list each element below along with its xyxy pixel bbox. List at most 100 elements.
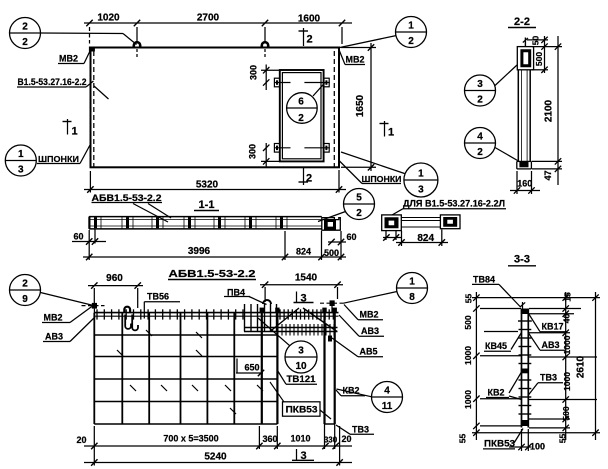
svg-text:1650: 1650 [355,94,366,117]
svg-text:ПКВ53: ПКВ53 [286,405,318,415]
svg-text:500: 500 [324,248,339,258]
svg-text:8: 8 [409,292,415,303]
svg-text:3: 3 [18,165,24,176]
svg-text:1: 1 [418,169,424,180]
svg-text:КВ17: КВ17 [542,322,564,332]
svg-text:АВ5: АВ5 [360,347,378,357]
svg-text:3: 3 [301,293,307,305]
svg-text:МВ2: МВ2 [360,310,379,320]
svg-text:ТВ121: ТВ121 [287,374,316,384]
svg-text:500: 500 [534,52,544,66]
svg-text:960: 960 [106,273,123,284]
svg-text:55: 55 [464,294,474,304]
svg-text:60: 60 [346,232,356,242]
svg-text:6: 6 [298,97,304,108]
svg-text:3: 3 [298,346,304,357]
svg-text:2-2: 2-2 [514,16,530,28]
svg-text:1: 1 [409,277,415,288]
svg-text:10: 10 [295,361,307,372]
svg-text:1-1: 1-1 [199,199,215,211]
svg-text:ТВ3: ТВ3 [540,373,557,383]
svg-text:ПКВ53: ПКВ53 [484,439,515,449]
svg-text:КВ45: КВ45 [485,341,507,351]
svg-text:3996: 3996 [188,246,211,257]
svg-text:20: 20 [76,435,86,445]
svg-text:160: 160 [517,179,532,189]
svg-text:5240: 5240 [204,452,227,463]
svg-text:КВ2: КВ2 [343,386,360,396]
svg-text:ДЛЯ В1.5-53.27.16-2.2Л: ДЛЯ В1.5-53.27.16-2.2Л [403,199,505,209]
svg-text:15: 15 [563,292,573,302]
svg-text:2: 2 [298,113,304,124]
svg-text:МВ2: МВ2 [59,54,78,64]
svg-text:5320: 5320 [196,180,219,191]
svg-text:20: 20 [341,434,351,444]
svg-text:ТВ56: ТВ56 [147,292,169,302]
svg-text:2: 2 [22,37,28,48]
svg-text:1010: 1010 [290,434,310,444]
svg-text:МВ2: МВ2 [44,313,63,323]
svg-text:2: 2 [306,173,312,185]
svg-text:2: 2 [22,22,28,33]
svg-text:В1.5-53.27.16-2.2: В1.5-53.27.16-2.2 [18,77,87,87]
svg-text:500: 500 [463,315,473,329]
svg-text:1: 1 [18,149,24,160]
svg-text:1600: 1600 [298,14,321,25]
svg-text:1000: 1000 [562,372,572,391]
svg-text:2700: 2700 [197,13,220,24]
svg-text:360: 360 [262,434,277,444]
svg-text:3: 3 [418,185,424,196]
svg-text:АВ3: АВ3 [361,326,379,336]
svg-text:2: 2 [477,147,483,158]
svg-text:1020: 1020 [97,13,120,24]
svg-text:50: 50 [531,36,541,46]
svg-text:1: 1 [408,21,414,32]
svg-text:1540: 1540 [295,273,318,284]
svg-text:4: 4 [477,132,483,143]
svg-text:ТВ3: ТВ3 [352,425,369,435]
svg-text:55: 55 [558,434,568,444]
svg-text:АВ3: АВ3 [45,332,63,342]
svg-text:824: 824 [417,233,434,244]
svg-text:2100: 2100 [544,99,555,122]
svg-text:ПВ4: ПВ4 [227,288,245,298]
svg-text:11: 11 [382,401,393,412]
svg-text:3: 3 [477,79,483,90]
svg-text:2: 2 [408,36,414,47]
svg-text:АБВ1.5-53-2.2: АБВ1.5-53-2.2 [169,269,257,280]
svg-text:ШПОНКИ: ШПОНКИ [362,174,402,184]
svg-text:2: 2 [477,95,483,106]
svg-text:700 x 5=3500: 700 x 5=3500 [163,434,218,444]
svg-text:1: 1 [72,126,78,138]
svg-text:1000: 1000 [463,390,473,409]
svg-text:КВ2: КВ2 [488,388,505,398]
svg-text:АБВ1.5-53-2.2: АБВ1.5-53-2.2 [92,193,162,203]
svg-text:60: 60 [73,232,83,242]
svg-text:АВ3: АВ3 [542,340,560,350]
svg-text:650: 650 [244,363,259,373]
svg-text:2: 2 [22,279,28,290]
svg-text:3: 3 [301,450,307,462]
svg-text:300: 300 [249,65,259,80]
svg-text:40: 40 [562,314,572,324]
svg-text:ТВ84: ТВ84 [473,275,495,285]
svg-text:330: 330 [324,436,338,445]
svg-text:300: 300 [248,144,258,159]
svg-text:4: 4 [384,386,390,397]
svg-text:100: 100 [530,442,545,452]
svg-text:55: 55 [458,434,468,444]
svg-text:9: 9 [22,294,28,305]
svg-text:2: 2 [356,208,362,219]
svg-text:2: 2 [307,34,313,46]
svg-text:1000: 1000 [562,335,572,354]
svg-text:3-3: 3-3 [514,254,530,266]
svg-text:500: 500 [561,406,571,420]
svg-text:ШПОНКИ: ШПОНКИ [38,154,79,164]
svg-text:47: 47 [543,170,553,180]
svg-text:5: 5 [356,193,362,204]
svg-text:824: 824 [296,247,311,257]
svg-text:МВ2: МВ2 [346,55,365,65]
svg-text:1: 1 [388,127,394,139]
svg-text:2610: 2610 [576,355,587,378]
svg-text:1000: 1000 [463,346,473,365]
